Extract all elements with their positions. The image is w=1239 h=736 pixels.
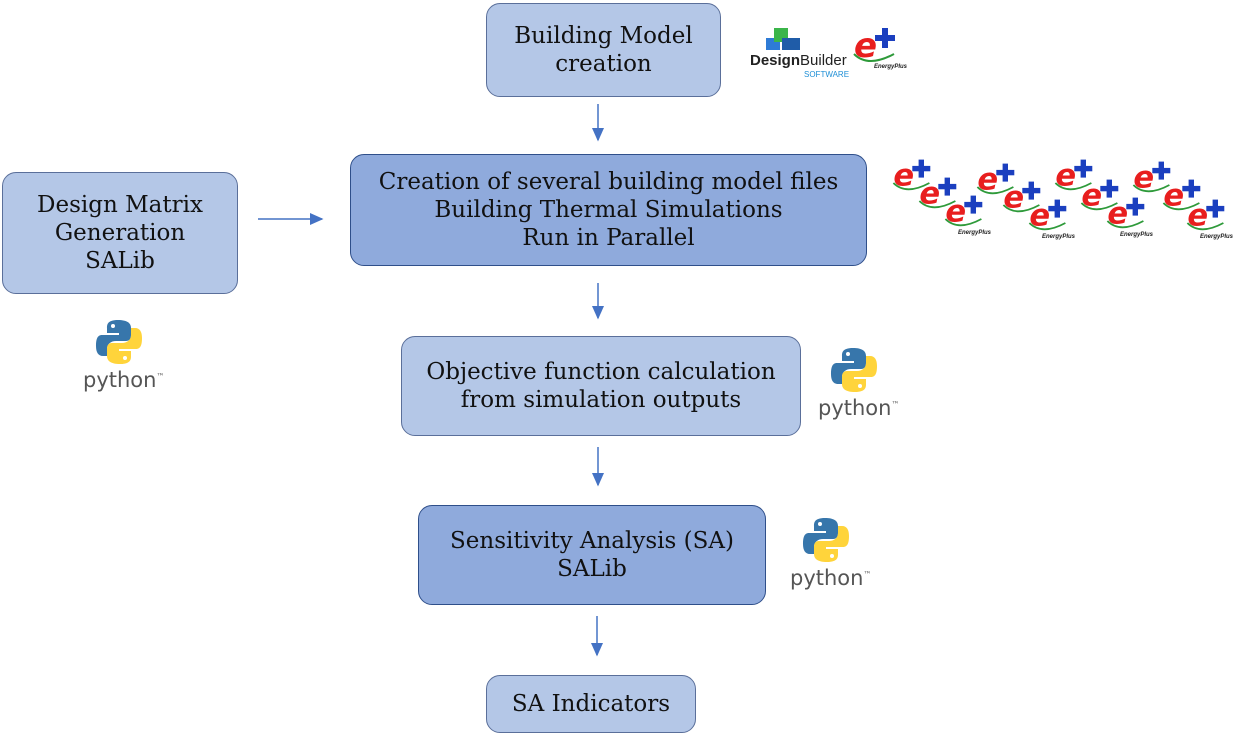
python-icon [96,320,142,364]
python-wordmark: python™ [818,396,900,420]
node-text: Objective function calculation [426,359,776,385]
svg-text:e: e [1029,199,1050,234]
python-logo: python™ [83,318,165,398]
designbuilder-text-bold: Builder [800,52,847,69]
energyplus-icon: e [918,177,957,212]
energyplus-icon: e [892,159,931,194]
energyplus-label: EnergyPlus [1042,234,1076,240]
node-text: Creation of several building model files [378,169,839,195]
svg-text:e: e [1003,181,1024,216]
node-text: SA Indicators [511,691,671,717]
node-sensitivity-analysis: Sensitivity Analysis (SA) SALib [418,505,766,605]
energyplus-label: EnergyPlus [1200,234,1234,240]
energyplus-icon: e [1162,179,1201,214]
python-logo: python™ [790,516,872,596]
node-text: creation [555,51,652,77]
python-trademark: ™ [891,400,900,409]
python-wordmark: python™ [83,368,165,392]
energyplus-icon: e [1186,199,1225,234]
energyplus-label: EnergyPlus [958,230,992,236]
svg-text:e: e [1187,199,1208,234]
energyplus-icon: e [1002,181,1041,216]
energyplus-icon: e [1054,159,1093,194]
energyplus-icon: e [1080,179,1119,214]
node-objective-function: Objective function calculation from simu… [401,336,801,436]
svg-text:e: e [945,195,966,230]
svg-text:e: e [1055,159,1076,194]
python-icon [803,518,849,562]
svg-text:e: e [1163,179,1184,214]
node-text: Run in Parallel [522,225,695,251]
energyplus-icon: e [944,195,983,230]
node-text: from simulation outputs [460,387,742,413]
node-text: Building Thermal Simulations [434,197,783,223]
designbuilder-logo: DesignBuilder SOFTWARE [750,26,850,82]
svg-text:e: e [854,26,877,66]
python-icon [831,348,877,392]
svg-text:e: e [1081,179,1102,214]
node-text: Sensitivity Analysis (SA) [450,528,734,554]
python-trademark: ™ [863,570,872,579]
node-design-matrix: Design Matrix Generation SALib [2,172,238,294]
node-creation-simulations: Creation of several building model files… [350,154,867,266]
python-trademark: ™ [156,372,165,381]
energyplus-label: EnergyPlus [1120,232,1154,238]
node-text: SALib [557,556,627,582]
designbuilder-sub: SOFTWARE [804,70,850,79]
svg-text:e: e [1133,161,1154,196]
energyplus-icon: e [976,163,1015,198]
node-text: Building Model [514,23,693,49]
python-logo: python™ [818,346,900,426]
svg-text:e: e [893,159,914,194]
python-wordmark: python™ [790,566,872,590]
node-building-model: Building Model creation [486,3,721,97]
energyplus-icon: e [1132,161,1171,196]
node-text: SALib [85,248,155,274]
energyplus-icon: e [1106,197,1145,232]
node-sa-indicators: SA Indicators [486,675,696,733]
designbuilder-icon [766,28,800,50]
svg-text:e: e [919,177,940,212]
designbuilder-text: Design [750,52,801,69]
svg-text:e: e [1107,197,1128,232]
node-text: Generation [54,220,186,246]
energyplus-icon: e [853,26,895,66]
node-text: Design Matrix [37,192,203,218]
energyplus-icon: e [1028,199,1067,234]
energyplus-label: EnergyPlus [874,64,908,70]
svg-text:e: e [977,163,998,198]
